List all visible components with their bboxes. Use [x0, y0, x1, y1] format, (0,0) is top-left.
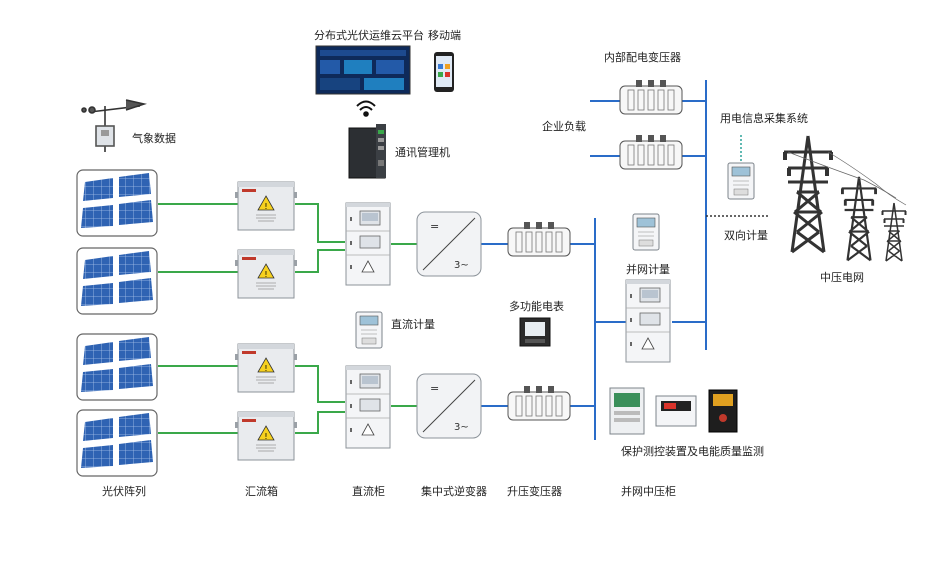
transmission-towers	[781, 134, 908, 262]
mobile-label: 移动端	[428, 29, 461, 42]
inverter-1: = 3~	[416, 211, 482, 277]
stepup-transformer-2	[507, 385, 571, 421]
solar-panel-2	[76, 247, 158, 315]
internal-transformer-label: 内部配电变压器	[604, 51, 681, 64]
power-info-system-label: 用电信息采集系统	[720, 112, 808, 125]
comm-manager-label: 通讯管理机	[395, 146, 450, 159]
inverter-2: = 3~	[416, 373, 482, 439]
combiner-box-2	[234, 249, 298, 299]
solar-panel-3	[76, 333, 158, 401]
combiner-box-label: 汇流箱	[245, 485, 278, 498]
wifi-icon	[356, 100, 376, 117]
weather-station	[81, 99, 147, 152]
inverter-dc-mark: =	[430, 382, 439, 395]
bidirectional-meter-label: 双向计量	[724, 229, 768, 242]
grid-mv-cabinet	[625, 279, 671, 363]
inverter-ac-mark: 3~	[454, 260, 469, 271]
combiner-box-3	[234, 343, 298, 393]
ac-wiring	[480, 80, 707, 440]
pv-array-label: 光伏阵列	[102, 485, 146, 498]
central-inverter-label: 集中式逆变器	[421, 485, 487, 498]
grid-meter-device	[632, 213, 660, 251]
enterprise-load-label: 企业负载	[542, 120, 586, 133]
multifunction-meter-device	[519, 317, 551, 347]
solar-panel-4	[76, 409, 158, 477]
protection-label: 保护测控装置及电能质量监测	[621, 445, 764, 458]
internal-transformer-2	[619, 134, 683, 170]
cloud-platform-screen	[315, 45, 411, 95]
bidirectional-meter-device	[727, 162, 755, 200]
platform-label: 分布式光伏运维云平台	[314, 29, 424, 42]
comm-manager-device	[348, 124, 386, 179]
dc-wiring	[158, 203, 417, 434]
dc-cabinet-2	[345, 365, 391, 449]
protection-devices	[609, 387, 738, 435]
dc-cabinet-1	[345, 202, 391, 286]
grid-mv-cabinet-label: 并网中压柜	[621, 485, 676, 498]
dc-cabinet-label: 直流柜	[352, 485, 385, 498]
inverter-ac-mark: 3~	[454, 422, 469, 433]
inverter-dc-mark: =	[430, 220, 439, 233]
dc-meter-label: 直流计量	[391, 318, 435, 331]
mv-grid-label: 中压电网	[820, 271, 864, 284]
combiner-box-1	[234, 181, 298, 231]
multifunction-meter-label: 多功能电表	[509, 300, 564, 313]
weather-label: 气象数据	[132, 132, 176, 145]
grid-meter-label: 并网计量	[626, 263, 670, 276]
solar-panel-1	[76, 169, 158, 237]
combiner-box-4	[234, 411, 298, 461]
internal-transformer-1	[619, 79, 683, 115]
dc-meter-device	[355, 311, 383, 349]
stepup-transformer-1	[507, 221, 571, 257]
stepup-transformer-label: 升压变压器	[507, 485, 562, 498]
mobile-phone	[434, 52, 454, 92]
